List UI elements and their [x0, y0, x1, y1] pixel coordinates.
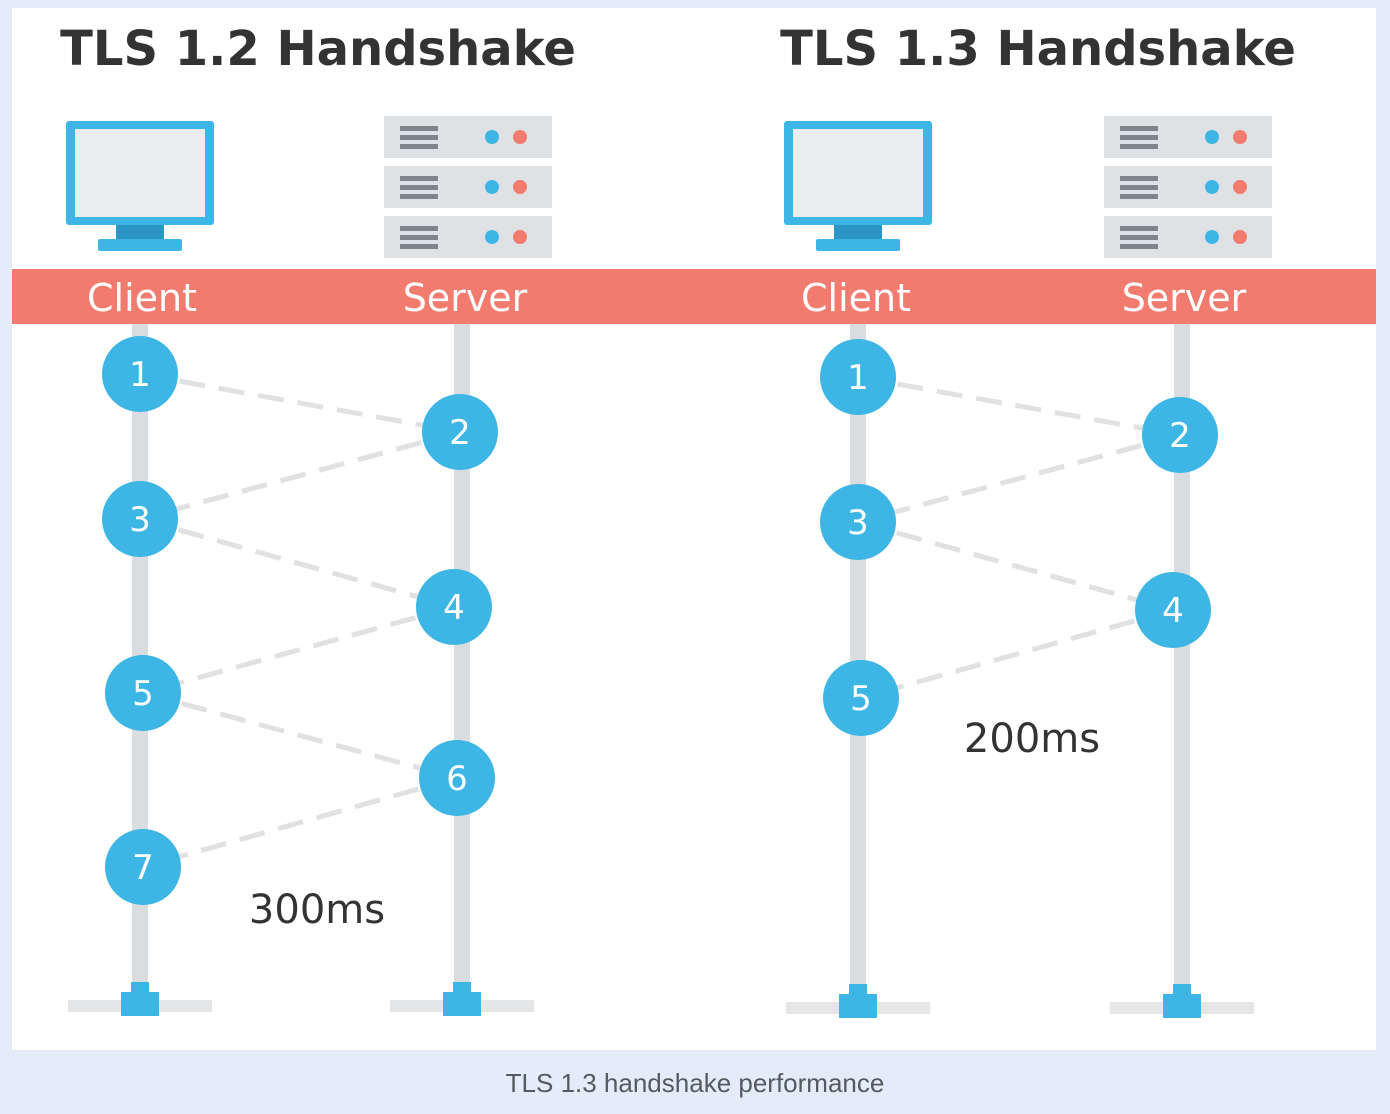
tls13-step-node: 2: [1142, 397, 1218, 473]
tls13-message-line: [860, 607, 1174, 701]
tls12-message-line: [142, 775, 458, 870]
server-rack-icon: [384, 116, 552, 258]
computer-monitor-icon: [784, 121, 932, 251]
tls12-step-node: 2: [422, 394, 498, 470]
tls13-message-line: [857, 519, 1174, 613]
network-base-icon: [68, 982, 212, 1016]
tls12-server-label: Server: [403, 276, 528, 320]
endpoint-banner: [12, 269, 1376, 324]
tls13-step-label: 4: [1162, 591, 1184, 631]
message-lines: [139, 371, 1181, 870]
tls12-step-node: 6: [419, 740, 495, 816]
tls12-message-line: [139, 516, 455, 610]
tls13-message-line: [857, 374, 1181, 438]
tls12-step-label: 7: [132, 848, 154, 888]
tls13-step-node: 1: [820, 339, 896, 415]
tls13-step-label: 1: [847, 358, 869, 398]
tls13-step-node: 5: [823, 660, 899, 736]
network-base-icon: [1110, 984, 1254, 1018]
tls12-step-label: 2: [449, 413, 471, 453]
tls13-title: TLS 1.3 Handshake: [780, 21, 1296, 77]
tls13-server-label: Server: [1122, 276, 1247, 320]
tls13-step-label: 2: [1169, 416, 1191, 456]
tls12-step-label: 1: [129, 355, 151, 395]
tls12-step-node: 1: [102, 336, 178, 412]
tls13-server-lifeline: [1174, 308, 1190, 1008]
tls12-step-node: 4: [416, 569, 492, 645]
tls12-step-label: 5: [132, 674, 154, 714]
tls12-message-line: [142, 690, 458, 781]
tls13-step-label: 5: [850, 679, 872, 719]
tls12-title: TLS 1.2 Handshake: [60, 21, 576, 77]
tls12-latency-label: 300ms: [249, 887, 385, 933]
tls12-client-label: Client: [87, 276, 197, 320]
computer-monitor-icon: [66, 121, 214, 251]
tls13-latency-label: 200ms: [964, 716, 1100, 762]
tls12-message-line: [142, 604, 455, 696]
tls12-message-line: [139, 429, 461, 522]
tls13-step-label: 3: [847, 503, 869, 543]
network-base-icon: [390, 982, 534, 1016]
network-base-icon: [786, 984, 930, 1018]
tls12-step-node: 7: [105, 829, 181, 905]
tls12-step-label: 3: [129, 500, 151, 540]
figure-caption: TLS 1.3 handshake performance: [505, 1068, 885, 1098]
device-icons: [66, 116, 1272, 258]
tls12-step-label: 4: [443, 588, 465, 628]
tls13-client-label: Client: [801, 276, 911, 320]
tls13-message-line: [857, 432, 1181, 525]
handshake-figure: TLS 1.2 Handshake TLS 1.3 Handshake Clie…: [12, 8, 1376, 1050]
tls13-client-lifeline: [850, 308, 866, 1008]
network-bases: [68, 982, 1254, 1018]
tls12-server-lifeline: [454, 308, 470, 1006]
tls12-step-node: 5: [105, 655, 181, 731]
tls12-step-node: 3: [102, 481, 178, 557]
tls13-step-node: 4: [1135, 572, 1211, 648]
tls13-step-node: 3: [820, 484, 896, 560]
step-nodes: 1 2 3 4 5 6 7 1 2 3 4 5: [102, 336, 1218, 905]
handshake-comparison-diagram: TLS 1.2 Handshake TLS 1.3 Handshake Clie…: [12, 21, 1376, 1018]
tls12-message-line: [139, 371, 461, 435]
server-rack-icon: [1104, 116, 1272, 258]
tls12-step-label: 6: [446, 759, 468, 799]
